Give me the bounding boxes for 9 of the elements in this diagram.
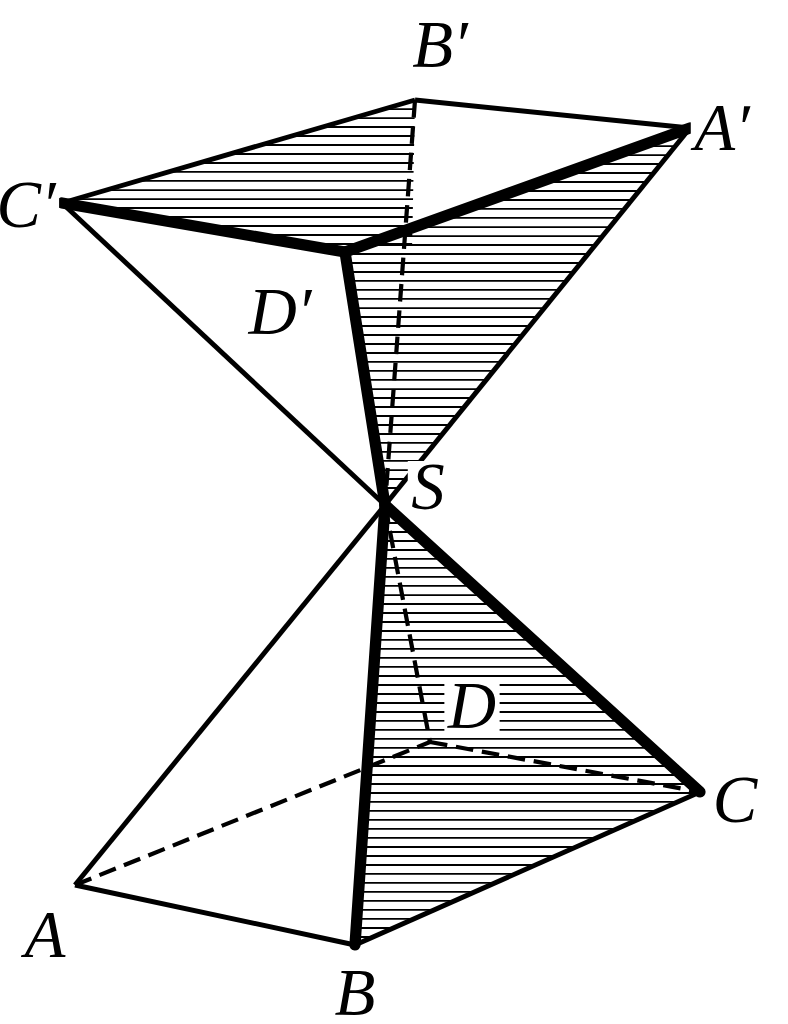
vertex-label: D′	[245, 286, 315, 338]
vertex-label: C′	[0, 179, 60, 231]
vertex-label: B′	[408, 19, 472, 71]
vertex-label: C	[709, 774, 761, 826]
vertex-label: D	[444, 680, 500, 732]
vertex-label: A′	[690, 102, 754, 154]
vertex-label: A	[20, 909, 69, 961]
vertex-label: B	[331, 967, 379, 1019]
vertex-label: S	[407, 461, 449, 513]
